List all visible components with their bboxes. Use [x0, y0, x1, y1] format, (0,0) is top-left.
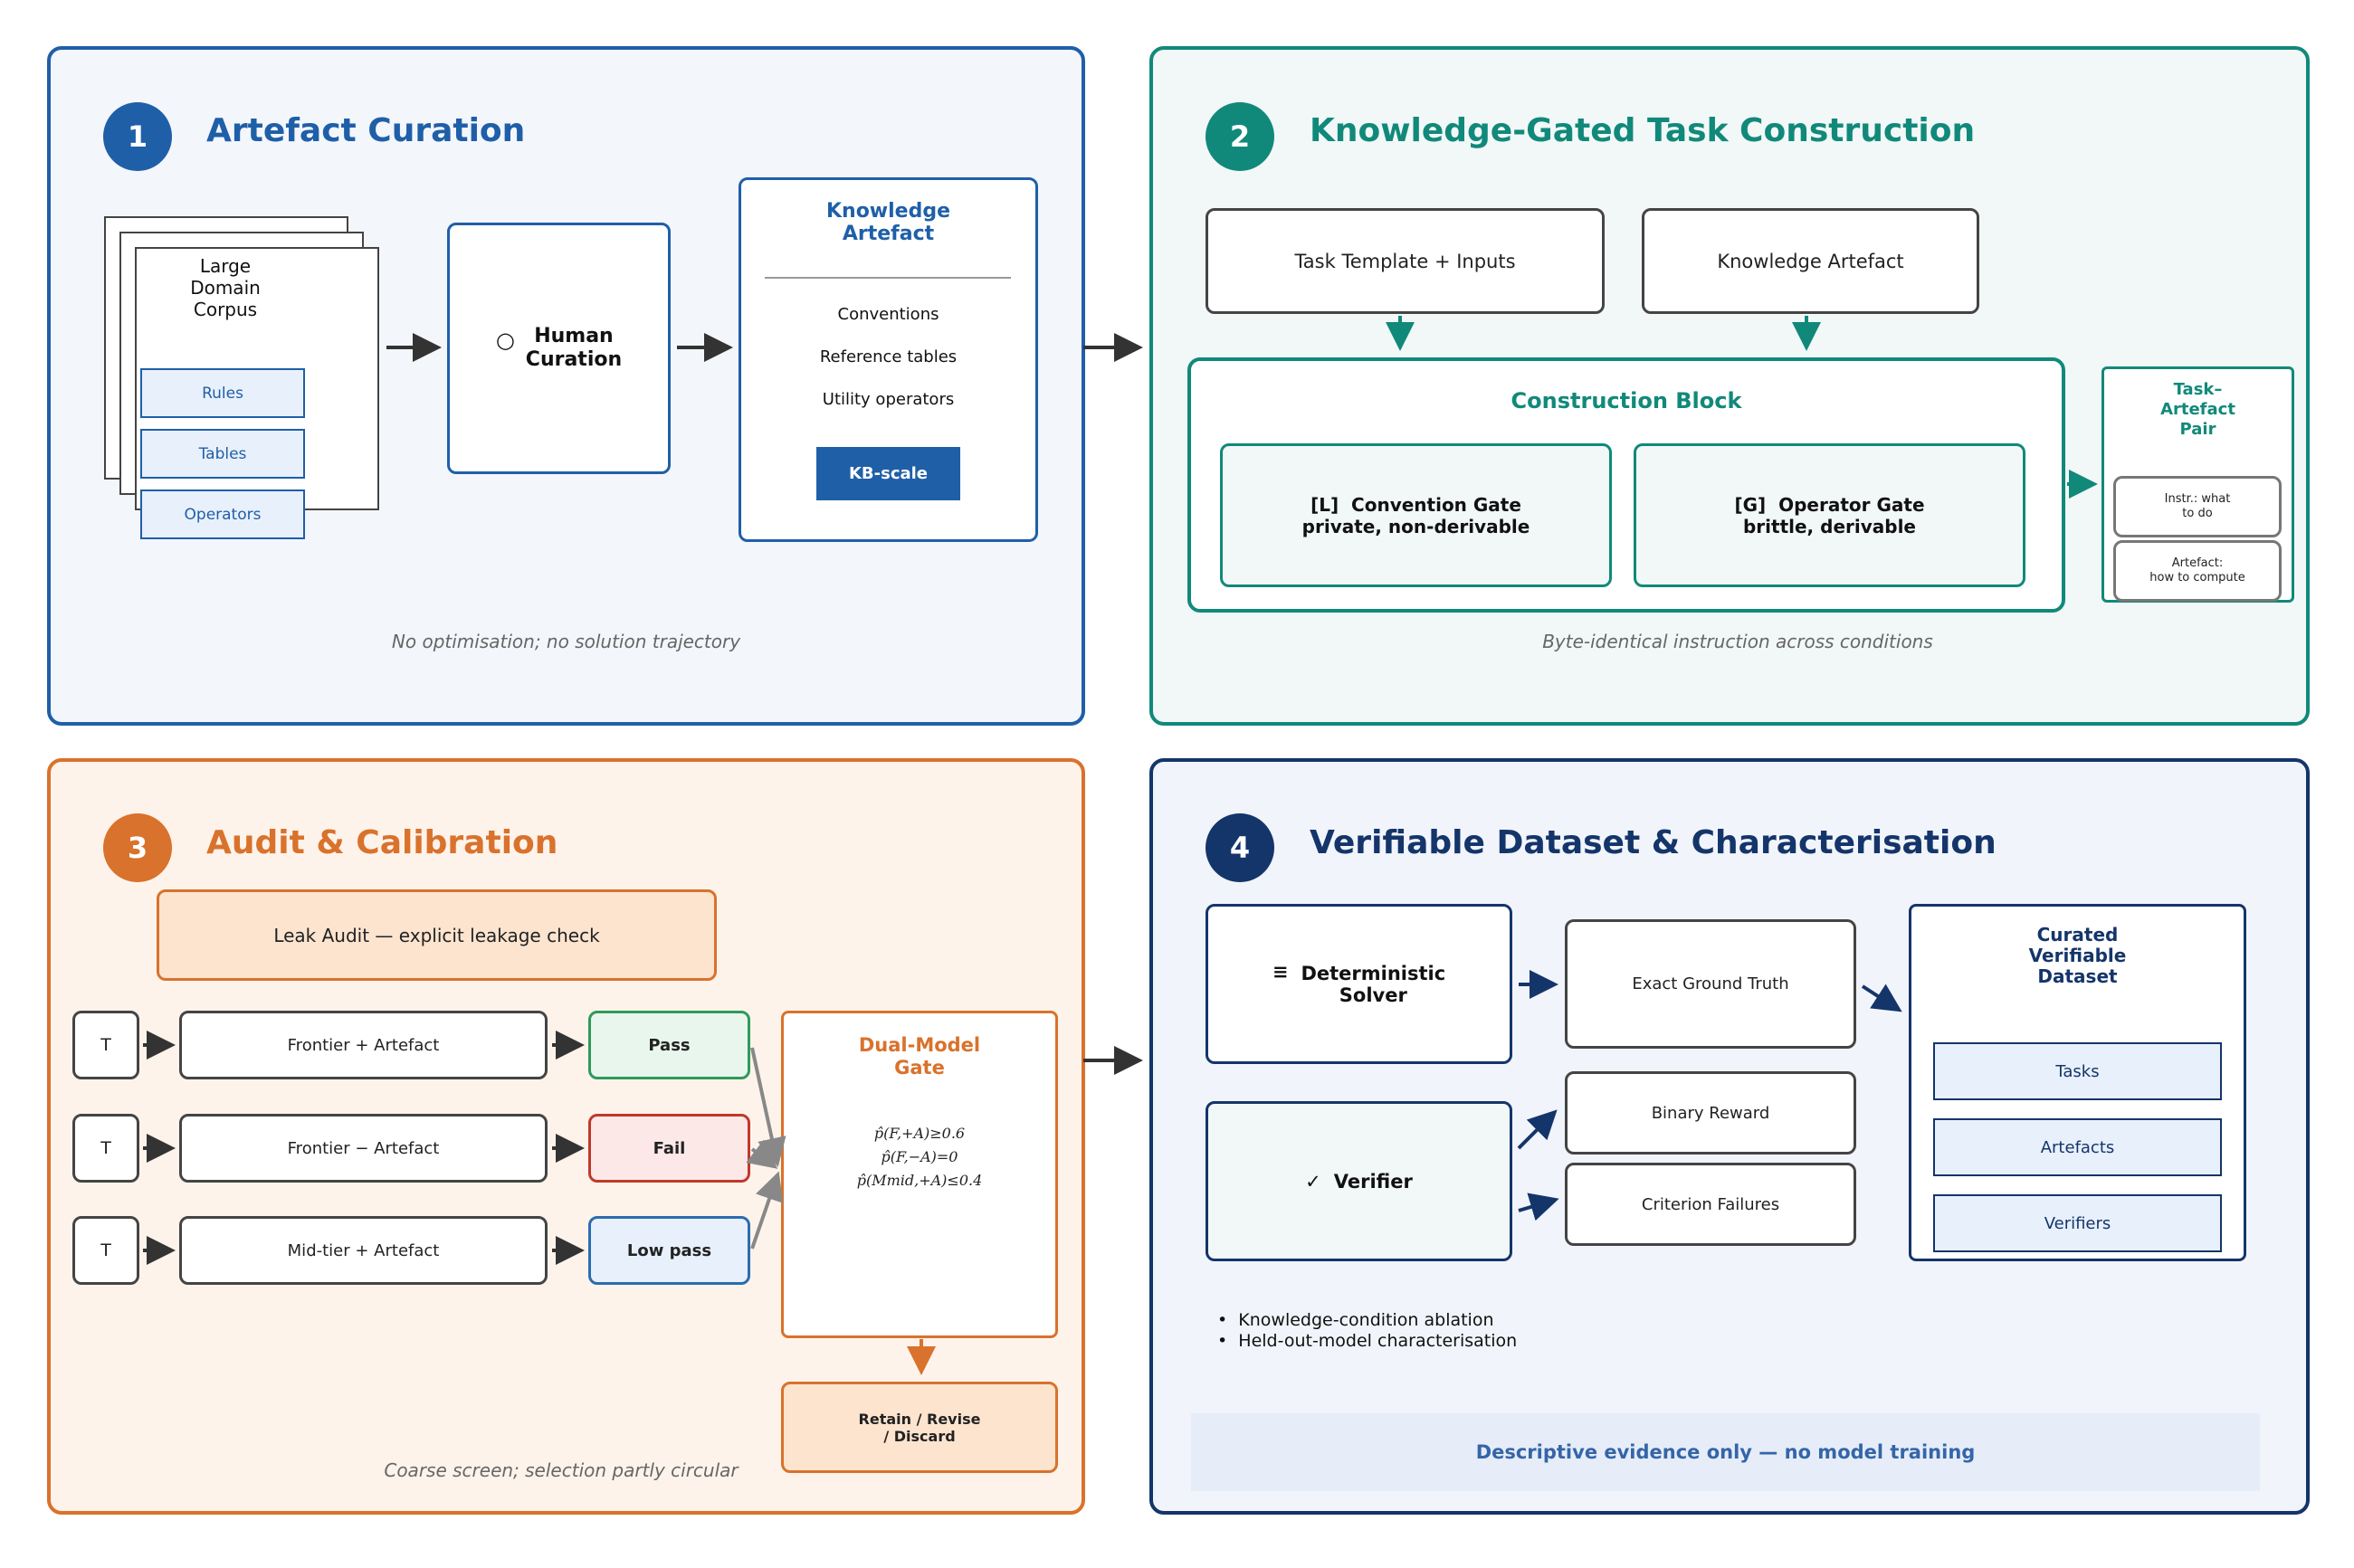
output-exact-ground-truth: Exact Ground Truth	[1565, 919, 1856, 1049]
panel-title-verifiable-dataset: Verifiable Dataset & Characterisation	[1310, 824, 1997, 861]
panel3-caption: Coarse screen; selection partly circular	[384, 1459, 739, 1481]
row1-t-box: T	[72, 1011, 139, 1079]
footer-banner: Descriptive evidence only — no model tra…	[1191, 1413, 2260, 1491]
verifier-box: ✓ Verifier	[1206, 1101, 1512, 1261]
corpus-item-tables: Tables	[140, 429, 305, 479]
row2-condition: Frontier − Artefact	[179, 1114, 548, 1183]
row3-t-box: T	[72, 1216, 139, 1285]
knowledge-artefact-divider	[765, 277, 1011, 279]
deterministic-solver-box: ≡ Deterministic Solver	[1206, 904, 1512, 1064]
knowledge-artefact-title: Knowledge Artefact	[825, 200, 951, 245]
dataset-item-tasks: Tasks	[1933, 1042, 2222, 1100]
convention-gate-desc: private, non-derivable	[1301, 515, 1530, 537]
panel1-caption: No optimisation; no solution trajectory	[391, 631, 741, 652]
operator-gate-tag: [G]	[1734, 493, 1767, 516]
row3-result-low-pass: Low pass	[588, 1216, 750, 1285]
human-curation-label: Human Curation	[525, 325, 623, 371]
panel-title-audit-calibration: Audit & Calibration	[206, 824, 558, 861]
row2-t-box: T	[72, 1114, 139, 1183]
pair-item-artefact: Artefact: how to compute	[2113, 540, 2282, 602]
corpus-item-rules: Rules	[140, 368, 305, 418]
dataset-item-artefacts: Artefacts	[1933, 1118, 2222, 1176]
panel-title-artefact-curation: Artefact Curation	[206, 112, 526, 149]
bullet-item: • Knowledge-condition ablation	[1217, 1310, 1494, 1330]
output-criterion-failures: Criterion Failures	[1565, 1163, 1856, 1246]
input-knowledge-artefact: Knowledge Artefact	[1642, 208, 1979, 314]
input-task-template: Task Template + Inputs	[1206, 208, 1605, 314]
leak-audit-box: Leak Audit — explicit leakage check	[157, 889, 717, 981]
retain-revise-discard-box: Retain / Revise / Discard	[781, 1382, 1058, 1473]
bullet-item: • Held-out-model characterisation	[1217, 1331, 1518, 1351]
bullet-list: • Knowledge-condition ablation • Held-ou…	[1217, 1310, 1851, 1352]
task-artefact-pair-title: Task– Artefact Pair	[2160, 380, 2235, 439]
pair-item-instruction: Instr.: what to do	[2113, 476, 2282, 537]
convention-gate-tag: [L]	[1310, 493, 1339, 516]
dual-model-gate	[781, 1011, 1058, 1338]
output-binary-reward: Binary Reward	[1565, 1071, 1856, 1155]
verifier-label: Verifier	[1333, 1170, 1413, 1193]
corpus-title: Large Domain Corpus	[190, 255, 261, 320]
corpus-item-operators: Operators	[140, 489, 305, 539]
circle-icon: ○	[495, 328, 515, 353]
convention-gate-name: Convention Gate	[1351, 493, 1521, 516]
row1-condition: Frontier + Artefact	[179, 1011, 548, 1079]
step-number-2: 2	[1206, 102, 1274, 171]
step-number-1: 1	[103, 102, 172, 171]
bullet-text-ablation: Knowledge-condition ablation	[1238, 1310, 1494, 1330]
convention-gate: [L] Convention Gate private, non-derivab…	[1220, 443, 1612, 587]
step-number-3: 3	[103, 813, 172, 882]
deterministic-solver-label: Deterministic Solver	[1301, 962, 1446, 1006]
human-curation-box: ○ Human Curation	[447, 223, 671, 474]
bullet-text-characterisation: Held-out-model characterisation	[1238, 1331, 1518, 1351]
gate-criterion-3: p̂(Mmid,+A)≤0.4	[856, 1171, 983, 1189]
construction-block-title: Construction Block	[1511, 388, 1742, 413]
step-number-4: 4	[1206, 813, 1274, 882]
kb-scale-badge: KB-scale	[816, 447, 960, 500]
operator-gate-desc: brittle, derivable	[1742, 515, 1916, 537]
dual-model-gate-title: Dual-Model Gate	[858, 1034, 981, 1079]
operator-gate: [G] Operator Gate brittle, derivable	[1634, 443, 2025, 587]
row2-result-fail: Fail	[588, 1114, 750, 1183]
row3-condition: Mid-tier + Artefact	[179, 1216, 548, 1285]
panel2-caption: Byte-identical instruction across condit…	[1542, 631, 1933, 652]
gate-criterion-2: p̂(F,−A)=0	[881, 1147, 958, 1165]
artefact-item-utility-operators: Utility operators	[822, 389, 955, 409]
artefact-item-reference-tables: Reference tables	[819, 347, 958, 366]
operator-gate-name: Operator Gate	[1778, 493, 1925, 516]
gate-criterion-1: p̂(F,+A)≥0.6	[873, 1124, 966, 1142]
row1-result-pass: Pass	[588, 1011, 750, 1079]
panel-title-task-construction: Knowledge-Gated Task Construction	[1310, 112, 1976, 149]
artefact-item-conventions: Conventions	[837, 304, 939, 324]
curated-dataset-title: Curated Verifiable Dataset	[2028, 923, 2127, 987]
dataset-item-verifiers: Verifiers	[1933, 1194, 2222, 1252]
list-icon: ≡	[1272, 961, 1289, 983]
check-icon: ✓	[1305, 1170, 1321, 1193]
